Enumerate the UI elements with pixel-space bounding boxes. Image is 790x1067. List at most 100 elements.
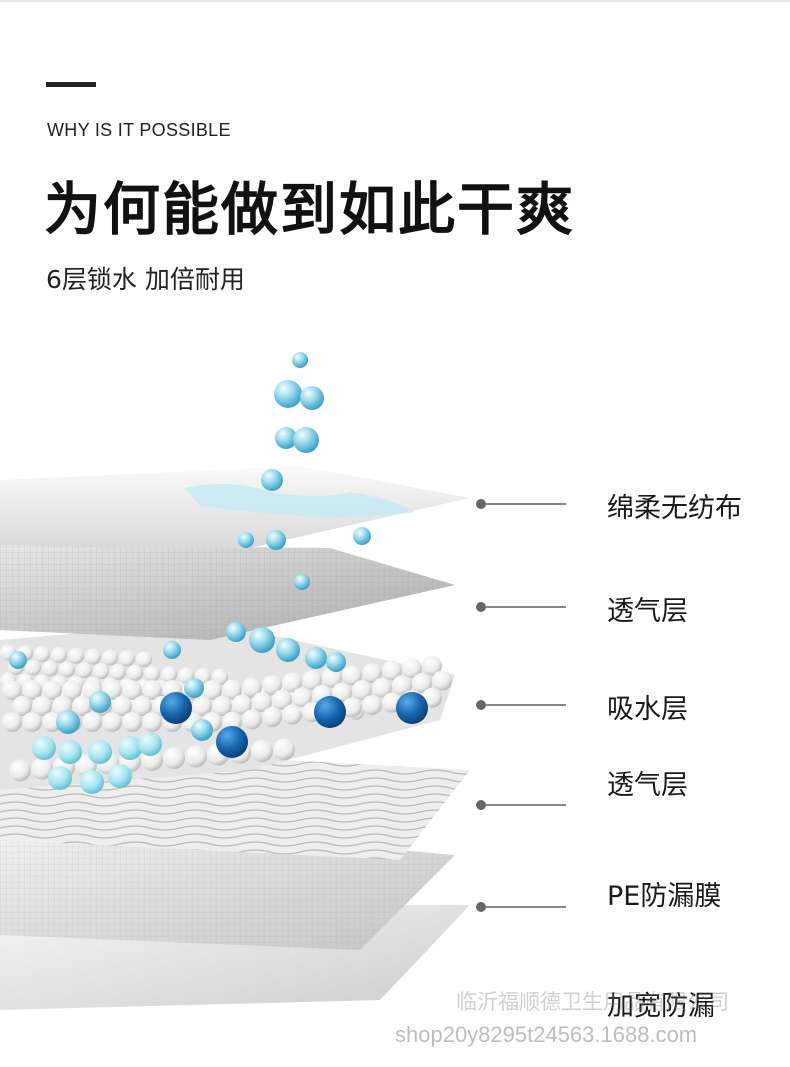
- absorbent-bead-icon: [251, 740, 273, 763]
- callout-label: 吸水层: [607, 694, 688, 725]
- absorbent-bead-icon: [122, 680, 142, 700]
- absorbent-bead-icon: [396, 692, 428, 724]
- absorbent-bead-icon: [192, 696, 212, 716]
- callout-label: 透气层: [607, 770, 688, 801]
- callout-line: [486, 804, 566, 806]
- absorbent-bead-icon: [110, 663, 126, 680]
- absorbent-bead-icon: [2, 680, 22, 700]
- absorbent-bead-icon: [342, 697, 362, 718]
- absorbent-bead-icon: [142, 680, 162, 700]
- absorbent-bead-icon: [202, 680, 222, 700]
- absorbent-bead-icon: [222, 679, 242, 700]
- absorbent-bead-icon: [282, 704, 302, 725]
- absorbent-bead-icon: [362, 694, 382, 715]
- absorbent-bead-icon: [163, 747, 185, 770]
- top-divider: [0, 0, 790, 2]
- page-title: 为何能做到如此干爽: [44, 177, 575, 243]
- absorbent-bead-icon: [127, 664, 143, 681]
- absorbent-bead-icon: [212, 696, 232, 716]
- absorbent-bead-icon: [138, 732, 162, 756]
- absorbent-bead-icon: [68, 647, 84, 664]
- absorbent-bead-icon: [82, 712, 102, 732]
- absorbent-bead-icon: [32, 736, 56, 760]
- absorbent-bead-icon: [42, 712, 62, 732]
- callout-label: 加宽防漏: [607, 991, 715, 1022]
- callout-breathable-bottom: 透气层: [476, 770, 790, 825]
- absorbent-bead-icon: [31, 757, 53, 780]
- absorbent-bead-icon: [112, 696, 132, 716]
- absorbent-bead-icon: [80, 770, 104, 794]
- absorbent-bead-icon: [42, 680, 62, 700]
- absorbent-bead-icon: [102, 649, 118, 666]
- absorbent-bead-icon: [372, 677, 392, 698]
- absorbent-bead-icon: [2, 712, 22, 732]
- absorbent-bead-icon: [144, 665, 160, 682]
- callout-dot: [476, 602, 486, 612]
- absorbent-bead-icon: [314, 696, 346, 728]
- absorbent-bead-icon: [160, 692, 192, 724]
- absorbent-bead-icon: [9, 759, 31, 782]
- absorbent-bead-icon: [262, 674, 282, 695]
- absorbent-bead-icon: [12, 696, 32, 716]
- callout-dot: [476, 902, 486, 912]
- absorbent-bead-icon: [242, 677, 262, 698]
- absorbent-bead-icon: [48, 766, 72, 790]
- eyebrow-text: WHY IS IT POSSIBLE: [47, 120, 231, 140]
- callout-label: 透气层: [607, 596, 688, 627]
- absorbent-bead-icon: [382, 660, 402, 681]
- absorbent-bead-icon: [232, 694, 252, 715]
- absorbent-bead-icon: [22, 680, 42, 700]
- absorbent-bead-icon: [402, 658, 422, 679]
- absorbent-bead-icon: [32, 696, 52, 716]
- absorbent-bead-icon: [59, 661, 75, 678]
- absorbent-bead-icon: [108, 764, 132, 788]
- absorbent-bead-icon: [292, 687, 312, 708]
- callout-dot: [476, 499, 486, 509]
- callout-label: 绵柔无纺布: [607, 493, 742, 524]
- absorbent-layer: [0, 622, 455, 794]
- callout-line: [486, 503, 566, 505]
- absorbent-bead-icon: [352, 680, 372, 701]
- absorbent-bead-icon: [85, 648, 101, 665]
- accent-bar: [46, 82, 96, 87]
- absorbent-bead-icon: [118, 736, 142, 760]
- absorbent-bead-icon: [22, 712, 42, 732]
- absorbent-bead-icon: [51, 646, 67, 663]
- callout-breathable-top: 透气层: [476, 587, 790, 627]
- absorbent-bead-icon: [362, 662, 382, 683]
- absorbent-bead-icon: [102, 712, 122, 732]
- page-subtitle: 6层锁水 加倍耐用: [46, 265, 245, 294]
- water-droplet-icon: [9, 352, 371, 741]
- absorbent-bead-icon: [252, 692, 272, 713]
- callout-pe-film: PE防漏膜: [476, 881, 790, 927]
- absorbent-bead-icon: [412, 672, 432, 693]
- absorbent-bead-icon: [142, 712, 162, 732]
- absorbent-bead-icon: [72, 696, 92, 716]
- callout-absorbent: 吸水层: [476, 685, 790, 725]
- absorbent-bead-icon: [25, 659, 41, 676]
- absorbent-bead-icon: [76, 662, 92, 679]
- layer-illustration: [0, 352, 470, 1010]
- absorbent-bead-icon: [422, 655, 442, 676]
- absorbent-bead-icon: [42, 660, 58, 677]
- callout-label: PE防漏膜: [607, 881, 722, 912]
- absorbent-bead-icon: [262, 706, 282, 727]
- callout-dot: [476, 700, 486, 710]
- callout-dot: [476, 800, 486, 810]
- absorbent-bead-icon: [62, 680, 82, 700]
- callout-line: [486, 906, 566, 908]
- absorbent-bead-icon: [282, 672, 302, 693]
- callout-line: [486, 704, 566, 706]
- absorbent-bead-icon: [392, 675, 412, 696]
- callout-widened-guard: 加宽防漏: [476, 982, 790, 1022]
- absorbent-bead-icon: [332, 682, 352, 703]
- absorbent-bead-icon: [242, 709, 262, 730]
- absorbent-bead-icon: [161, 666, 177, 683]
- absorbent-bead-icon: [119, 650, 135, 667]
- absorbent-bead-icon: [185, 745, 207, 768]
- absorbent-bead-icon: [272, 689, 292, 710]
- absorbent-bead-icon: [88, 740, 112, 764]
- absorbent-bead-icon: [122, 712, 142, 732]
- callout-nonwoven: 绵柔无纺布: [476, 484, 790, 524]
- absorbent-bead-icon: [273, 738, 295, 761]
